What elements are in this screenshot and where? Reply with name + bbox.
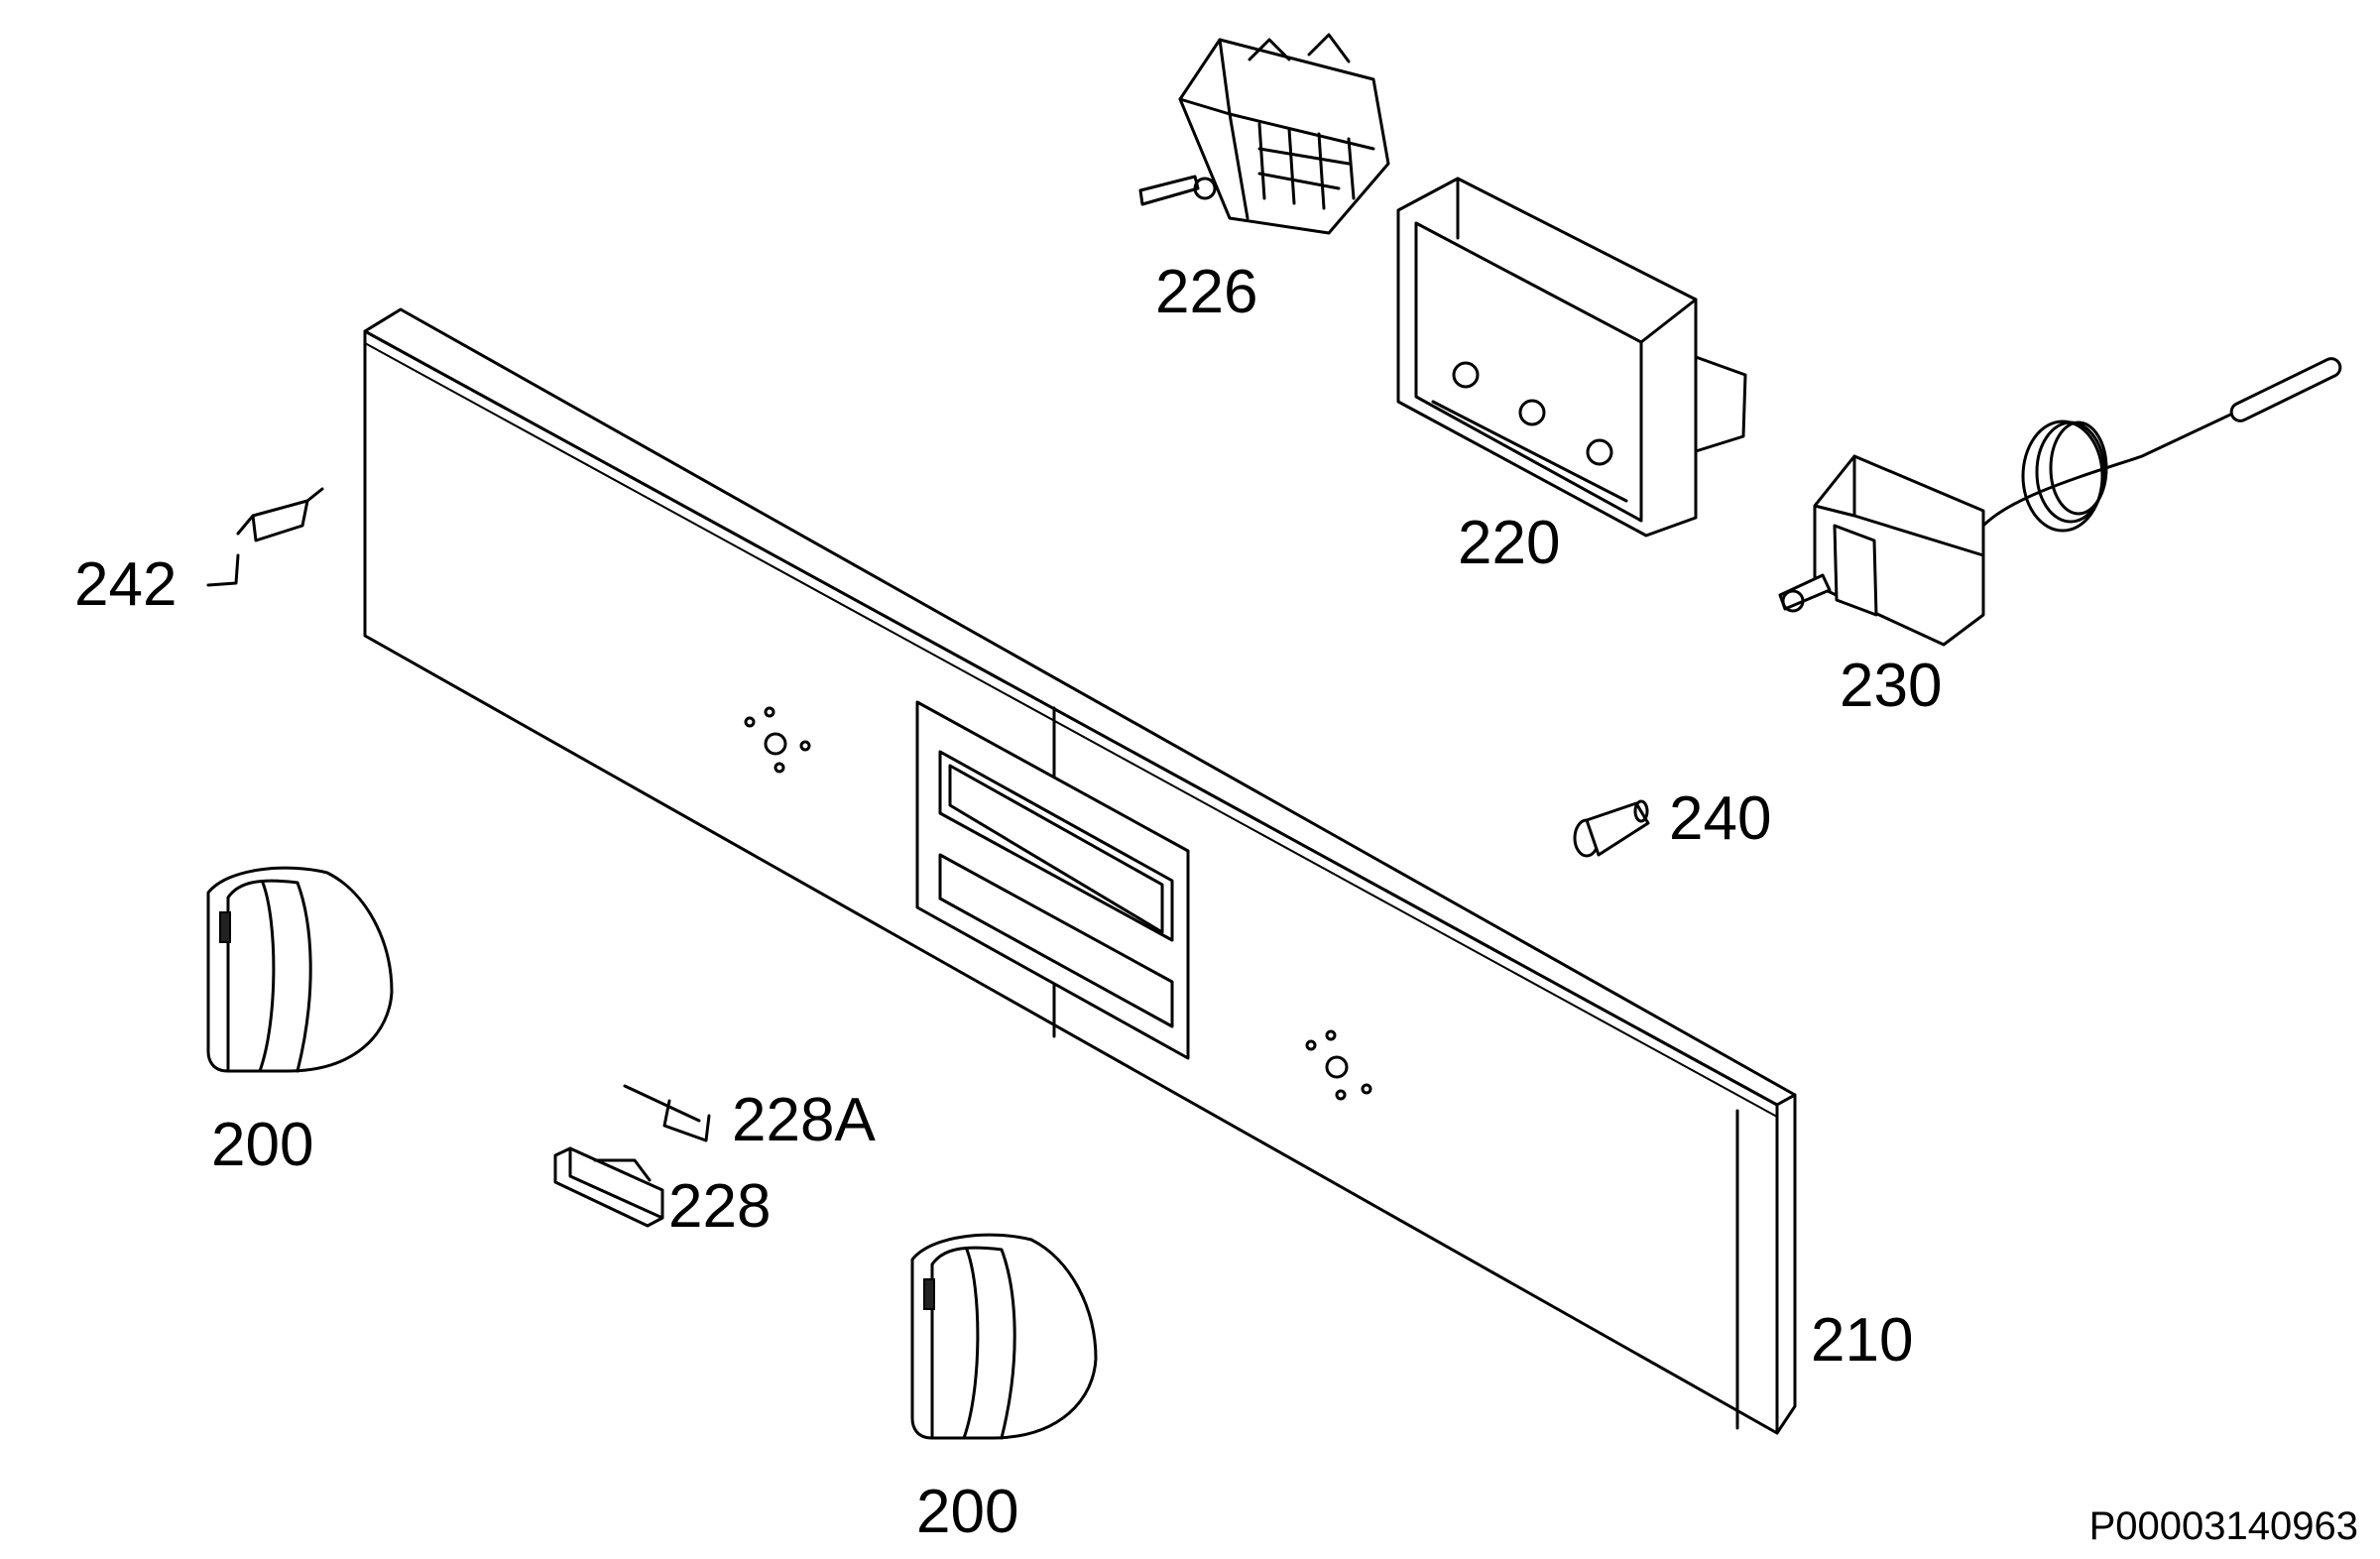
label-210: 210: [1811, 1306, 1913, 1375]
label-230: 230: [1840, 652, 1942, 720]
selector-switch-226: [1138, 33, 1390, 235]
label-242: 242: [74, 550, 177, 619]
document-number: P00003140963: [2089, 1504, 2358, 1548]
label-228: 228: [668, 1172, 771, 1241]
holder-228: [553, 1146, 664, 1228]
lamp-240: [1573, 799, 1650, 858]
label-200-left: 200: [211, 1111, 313, 1179]
control-panel-210: [363, 307, 1797, 1435]
label-228a: 228A: [732, 1086, 876, 1154]
label-240: 240: [1669, 784, 1771, 853]
thermostat-230: [1778, 357, 2342, 647]
knob-200-bottom: [910, 1233, 1098, 1440]
clip-242: [206, 487, 324, 587]
knob-200-left: [206, 866, 394, 1073]
label-226: 226: [1155, 258, 1257, 326]
electronic-module-220: [1396, 177, 1747, 538]
label-200-bottom: 200: [916, 1478, 1018, 1546]
spring-228a: [623, 1084, 711, 1142]
label-220: 220: [1458, 509, 1560, 577]
